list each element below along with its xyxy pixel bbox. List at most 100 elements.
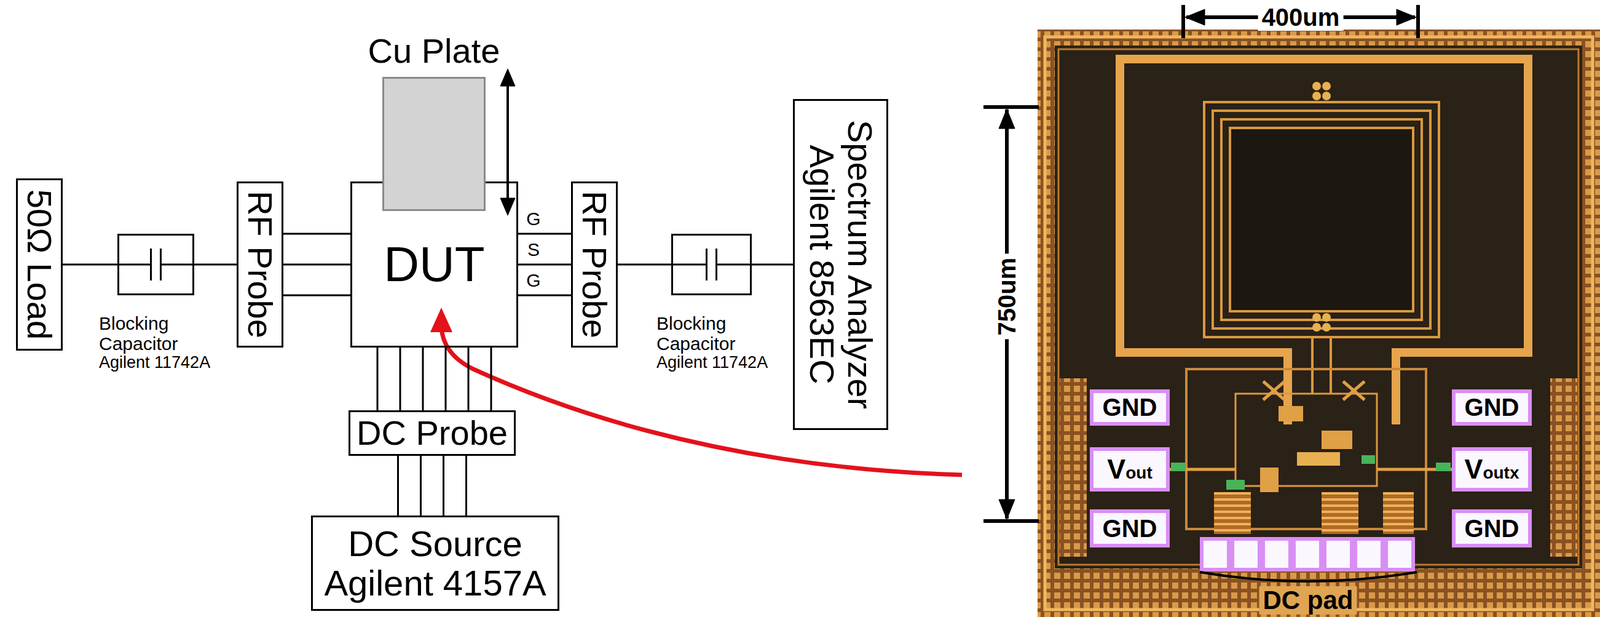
transformer <box>1204 102 1439 394</box>
load-box: 50Ω Load <box>15 178 63 351</box>
node-label: Cu Plate <box>368 31 501 71</box>
node-label: Agilent 4157A <box>323 563 546 603</box>
bond-pad <box>1091 390 1530 570</box>
dimension-label: 400um <box>1258 3 1344 31</box>
capacitor-symbol <box>149 248 152 281</box>
circuit-block <box>1435 462 1451 471</box>
dc-probe-box: DC Probe <box>348 409 516 456</box>
wire <box>617 263 672 266</box>
chip-photo <box>1058 49 1579 565</box>
capacitor-symbol <box>161 263 194 266</box>
circuit-block <box>1361 454 1376 464</box>
wire <box>283 233 351 296</box>
bond-pad <box>1091 448 1168 490</box>
via-cluster <box>1322 312 1331 322</box>
node-label: RF Probe <box>240 190 280 339</box>
probe-box: RF Probe <box>236 181 284 348</box>
chip-photo <box>1044 36 1593 610</box>
node-label: Blocking Capacitor <box>656 312 736 354</box>
bond-pad <box>1091 510 1168 546</box>
capacitor-symbol <box>119 263 152 266</box>
wire <box>377 347 492 410</box>
via-cluster <box>1312 312 1321 322</box>
node-label: DC Probe <box>356 413 508 452</box>
pad-label: GND <box>1102 514 1158 542</box>
circuit-block <box>1170 462 1186 471</box>
transformer <box>1329 336 1333 394</box>
motion-arrow <box>500 68 516 216</box>
analyzer-box: Spectrum AnalyzerAgilent 8563EC <box>792 98 889 430</box>
circuit-block <box>1260 467 1279 492</box>
bond-pad <box>1453 448 1530 490</box>
dimension-arrow <box>1416 4 1420 39</box>
circuit-block <box>1263 381 1285 400</box>
via-cluster <box>1312 81 1321 91</box>
pad-label: GND <box>1464 393 1520 421</box>
bond-pad <box>1453 390 1530 424</box>
node-label: Agilent 11742A <box>98 353 211 372</box>
bond-pad <box>1324 538 1352 570</box>
bond-pad <box>1453 510 1530 546</box>
transformer <box>1212 110 1431 329</box>
circuit-block <box>1321 430 1353 449</box>
capacitor-symbol <box>119 235 193 294</box>
bond-pad <box>1386 538 1414 570</box>
capacitor-box: Blocking CapacitorAgilent 11742A <box>117 233 195 296</box>
via-cluster <box>1322 81 1331 91</box>
dc-source-box: DC SourceAgilent 4157A <box>311 515 560 611</box>
circuit-block <box>1343 381 1365 400</box>
capacitor-box: Blocking CapacitorAgilent 11742A <box>671 233 752 296</box>
circuit-block <box>1226 479 1245 490</box>
brace <box>1199 571 1417 581</box>
circuit-block <box>1235 393 1377 486</box>
via-cluster <box>1312 81 1331 332</box>
capacitor-symbol <box>159 248 162 281</box>
dimension-arrow <box>1185 9 1205 26</box>
pin-label: G <box>526 208 541 229</box>
capacitor-symbol <box>705 248 708 281</box>
capacitor-symbol <box>673 235 750 294</box>
transformer <box>1221 119 1422 320</box>
pointer-arrow <box>430 307 453 332</box>
capacitor-symbol <box>716 263 751 266</box>
pin-label: G <box>526 269 541 291</box>
pad-label: GND <box>1102 393 1158 421</box>
wire <box>398 455 467 516</box>
signal-label: Voutx <box>1464 453 1520 484</box>
via-cluster <box>1322 322 1331 332</box>
bond-pad <box>1263 538 1291 570</box>
node-label: RF Probe <box>575 190 614 339</box>
circuit-block <box>1213 491 1251 534</box>
circuit-block <box>1263 381 1285 400</box>
via-cluster <box>1312 91 1321 101</box>
wire <box>194 263 237 266</box>
probe-box: RF Probe <box>571 181 618 348</box>
dimension-arrow <box>998 108 1015 129</box>
node-label: Agilent 11742A <box>656 353 768 372</box>
node-label: Agilent 8563EC <box>802 119 841 409</box>
transformer <box>1311 336 1314 394</box>
wire <box>62 263 118 266</box>
node-label: DUT <box>383 237 485 292</box>
capacitor-symbol <box>715 248 718 281</box>
transformer <box>1229 127 1414 312</box>
circuit-block <box>1278 405 1304 422</box>
bond-pad <box>1232 538 1260 570</box>
pad-group-label: DC pad <box>1259 585 1358 615</box>
bond-pad <box>1355 538 1383 570</box>
node-label: 50Ω Load <box>20 189 59 340</box>
bond-pad <box>1293 538 1321 570</box>
dimension-arrow <box>983 518 1039 523</box>
circuit-block <box>1167 368 1454 534</box>
pin-label: S <box>527 239 540 260</box>
dimension-arrow <box>1396 9 1417 26</box>
node-label: Blocking Capacitor <box>98 312 178 354</box>
chip-photo <box>1550 378 1578 557</box>
bond-pad <box>1201 538 1229 570</box>
dimension-arrow <box>1181 4 1186 39</box>
chip-photo <box>1037 29 1600 617</box>
motion-arrow <box>506 79 509 205</box>
node-label: DC Source <box>347 523 523 564</box>
chip-photo <box>1037 29 1600 617</box>
node-label: Spectrum Analyzer <box>840 119 879 409</box>
